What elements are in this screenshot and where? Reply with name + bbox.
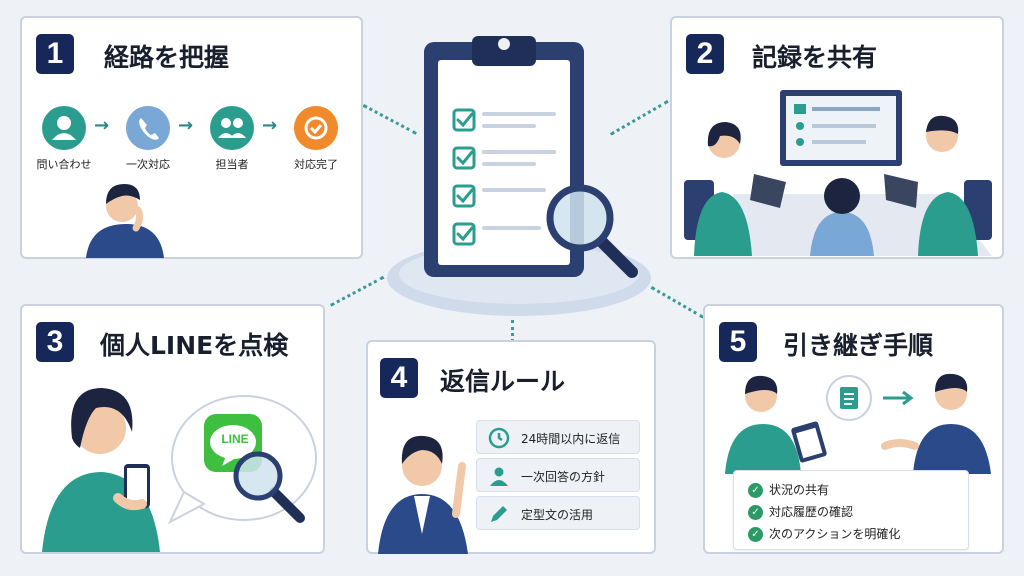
check-icon: ✓ [748,505,763,520]
panel-title: 個人LINEを点検 [100,331,289,360]
team-icon [210,106,254,150]
clipboard-clip [472,36,536,66]
connector-3 [330,275,385,307]
flow-arrow: → [262,115,278,136]
flow-step-label: 一次対応 [126,158,170,171]
checklist-label: 状況の共有 [769,483,830,497]
panel-number: 4 [380,358,418,398]
rule-item: 一次回答の方針 [476,458,640,492]
meeting-illustration [684,90,992,256]
handover-checklist: ✓ 状況の共有 ✓ 対応履歴の確認 ✓ 次のアクションを明確化 [733,470,969,550]
panel-line-check: 3 個人LINEを点検 LINE [20,304,325,554]
flow-arrow: → [94,115,110,136]
checklist-item: ✓ 対応履歴の確認 [748,503,853,520]
checklist-item: ✓ 次のアクションを明確化 [748,525,900,542]
check-icon [294,106,338,150]
pencil-icon [491,506,507,522]
handover-illustration [725,373,991,474]
rule-label: 一次回答の方針 [521,470,606,484]
man-pointing [378,435,468,554]
panel-title: 記録を共有 [752,43,878,72]
checklist-label: 次のアクションを明確化 [769,527,901,541]
rule-item: 24時間以内に返信 [476,420,640,454]
panel-number: 1 [36,34,74,74]
panel-title: 引き継ぎ手順 [783,331,934,360]
flow-step-label: 対応完了 [294,158,338,171]
connector-4 [511,320,514,342]
panel-number: 2 [686,34,724,74]
clock-icon [488,427,510,449]
panel-number: 3 [36,322,74,362]
person-icon [490,467,508,486]
panel-reply-rules: 4 返信ルール 24時間以内に返信 一次回答の方針 定型文の活用 [366,340,656,554]
clipboard-illustration [387,36,651,316]
checklist [452,108,556,246]
connector-5 [650,286,704,319]
magnifier-icon [233,451,305,523]
magnifier-icon [546,184,638,278]
check-icon: ✓ [748,527,763,542]
user-icon [42,106,86,150]
panel-title: 経路を把握 [104,43,230,72]
checklist-item: ✓ 状況の共有 [748,481,829,498]
rule-label: 24時間以内に返信 [521,432,621,446]
line-bubble [167,395,317,525]
rule-label: 定型文の活用 [521,508,594,522]
panel-title: 返信ルール [440,367,566,396]
checklist-label: 対応履歴の確認 [769,505,854,519]
panel-record: 2 記録を共有 [670,16,1004,259]
flow-step-label: 担当者 [215,158,249,171]
woman-with-phone [42,388,160,552]
check-icon: ✓ [748,483,763,498]
line-badge: LINE [221,432,249,446]
panel-route: 1 経路を把握 → → → 問い合わせ 一次対応 担当者 対応完了 [20,16,363,259]
panel-handover: 5 引き継ぎ手順 ✓ 状況の共有 ✓ 対応履歴の確認 ✓ 次のアクションを明確化 [703,304,1004,554]
phone-icon [126,106,170,150]
panel-number: 5 [719,322,757,362]
flow-arrow: → [178,115,194,136]
rule-item: 定型文の活用 [476,496,640,530]
flow-step-label: 問い合わせ [36,158,92,171]
thinking-person [86,184,164,258]
